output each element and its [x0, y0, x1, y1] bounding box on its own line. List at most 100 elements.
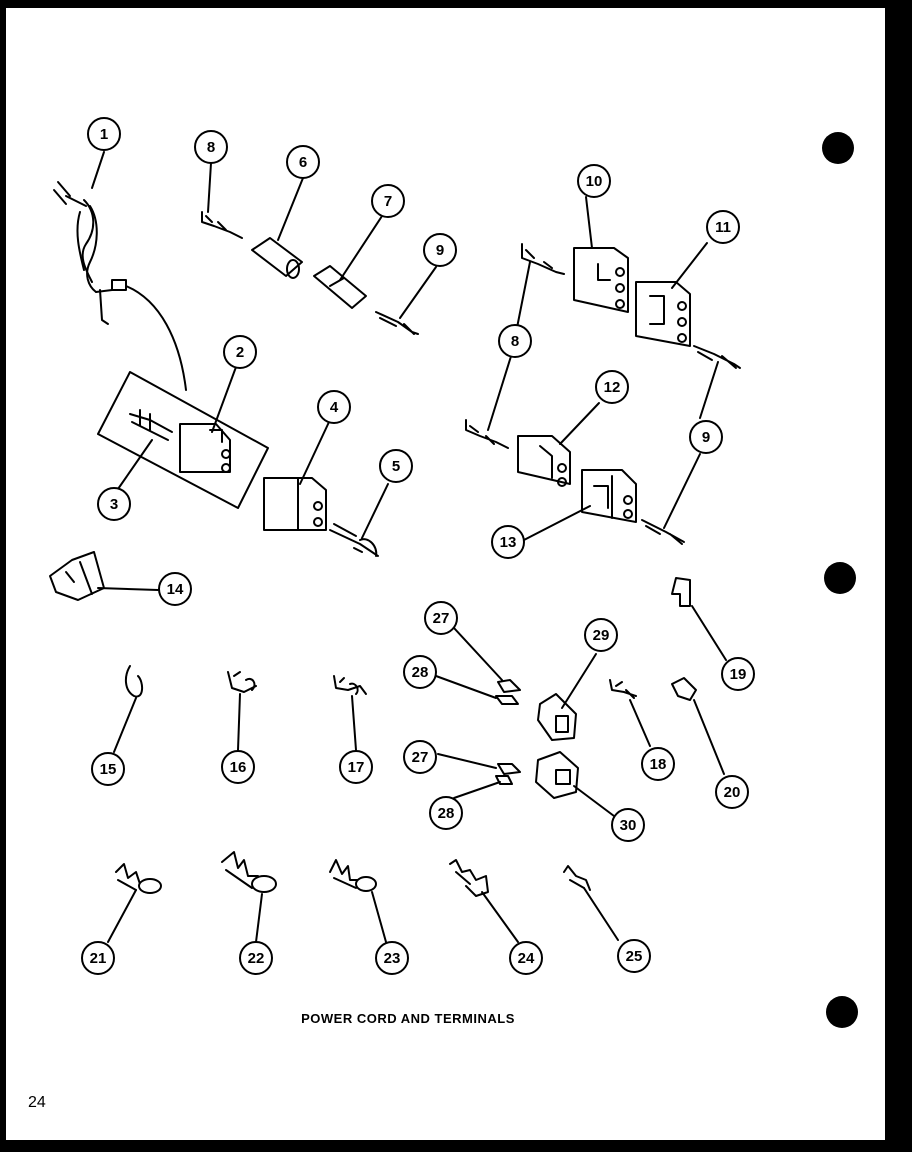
callout-9: 9	[423, 233, 457, 267]
part-22-ring-terminal	[221, 851, 259, 889]
callout-2: 2	[223, 335, 257, 369]
part-4-housing	[263, 477, 327, 531]
binder-hole	[826, 996, 858, 1028]
part-19-clip	[671, 577, 691, 607]
part-24-terminal	[449, 859, 489, 897]
callout-19: 19	[721, 657, 755, 691]
svg-text:25: 25	[626, 948, 643, 965]
svg-text:3: 3	[110, 496, 118, 513]
callout-15: 15	[91, 752, 125, 786]
part-25-terminal	[563, 865, 591, 891]
svg-text:1: 1	[100, 126, 108, 143]
svg-text:8: 8	[207, 139, 215, 156]
callout-24: 24	[509, 941, 543, 975]
part-13-housing	[581, 469, 637, 523]
callout-14: 14	[158, 572, 192, 606]
diagram-caption: POWER CORD AND TERMINALS	[301, 1011, 515, 1026]
svg-text:27: 27	[412, 749, 429, 766]
svg-text:30: 30	[620, 817, 637, 834]
callout-9-right: 9	[689, 420, 723, 454]
callout-8: 8	[194, 130, 228, 164]
callout-18: 18	[641, 747, 675, 781]
svg-text:2: 2	[236, 344, 244, 361]
part-8-terminal-right-lower	[465, 419, 509, 449]
callout-29: 29	[584, 618, 618, 652]
part-23-ring-terminal	[329, 859, 359, 889]
callout-12: 12	[595, 370, 629, 404]
part-9-terminal-right-lower	[641, 519, 685, 545]
part-27-terminal-upper	[497, 679, 521, 693]
callout-16: 16	[221, 750, 255, 784]
svg-text:28: 28	[412, 664, 429, 681]
part-28-terminal-upper	[495, 695, 519, 705]
part-17-terminal	[333, 675, 367, 695]
svg-text:9: 9	[702, 429, 710, 446]
part-28-terminal-lower	[495, 775, 513, 785]
svg-text:20: 20	[724, 784, 741, 801]
callout-17: 17	[339, 750, 373, 784]
callout-21: 21	[81, 941, 115, 975]
callout-25: 25	[617, 939, 651, 973]
part-8-terminal-top	[201, 211, 243, 239]
part-10-housing	[573, 247, 629, 313]
callout-10: 10	[577, 164, 611, 198]
part-9-terminal-top	[375, 311, 419, 335]
part-12-housing	[517, 435, 571, 487]
part-30-housing	[535, 751, 579, 799]
callout-20: 20	[715, 775, 749, 809]
power-cord-drawing	[53, 181, 187, 391]
part-7-sleeve	[313, 265, 367, 309]
svg-text:16: 16	[230, 759, 247, 776]
part-8-terminal-right	[521, 243, 565, 275]
callout-28-upper: 28	[403, 655, 437, 689]
svg-text:14: 14	[167, 581, 184, 598]
svg-text:4: 4	[330, 399, 339, 416]
callout-28-lower: 28	[429, 796, 463, 830]
svg-text:22: 22	[248, 950, 265, 967]
svg-text:24: 24	[518, 950, 535, 967]
binder-hole	[824, 562, 856, 594]
callout-27-upper: 27	[424, 601, 458, 635]
svg-text:21: 21	[90, 950, 107, 967]
svg-text:12: 12	[604, 379, 621, 396]
callout-7: 7	[371, 184, 405, 218]
callout-4: 4	[317, 390, 351, 424]
callout-1: 1	[87, 117, 121, 151]
part-22-ring	[251, 875, 277, 893]
svg-text:10: 10	[586, 173, 603, 190]
svg-text:29: 29	[593, 627, 610, 644]
part-23-ring	[355, 876, 377, 892]
svg-text:11: 11	[715, 219, 731, 236]
svg-text:5: 5	[392, 458, 400, 475]
part-18-terminal	[609, 679, 637, 699]
part-15-clip	[124, 665, 144, 698]
svg-text:9: 9	[436, 242, 444, 259]
part-27-terminal-lower	[497, 763, 521, 775]
svg-text:6: 6	[299, 154, 307, 171]
part-16-terminal	[227, 671, 257, 693]
callout-3: 3	[97, 487, 131, 521]
part-29-housing	[537, 693, 577, 741]
part-14-bracket	[49, 551, 105, 601]
part-21-ring	[138, 878, 162, 894]
parts-2-3-group	[97, 371, 269, 509]
svg-text:18: 18	[650, 756, 667, 773]
svg-text:23: 23	[384, 950, 401, 967]
callout-30: 30	[611, 808, 645, 842]
part-6-sleeve	[251, 237, 303, 279]
callout-6: 6	[286, 145, 320, 179]
part-5-terminal	[329, 523, 379, 557]
svg-text:7: 7	[384, 193, 392, 210]
svg-text:15: 15	[100, 761, 117, 778]
svg-text:19: 19	[730, 666, 747, 683]
svg-text:8: 8	[511, 333, 519, 350]
part-20-connector	[671, 677, 697, 701]
callouts: 1 8 6 7 9 10 11 8 2 4 3 5 12 9 13 14 27 …	[81, 117, 755, 975]
binder-hole	[822, 132, 854, 164]
svg-text:27: 27	[433, 610, 450, 627]
page-number: 24	[28, 1094, 46, 1111]
svg-text:17: 17	[348, 759, 365, 776]
